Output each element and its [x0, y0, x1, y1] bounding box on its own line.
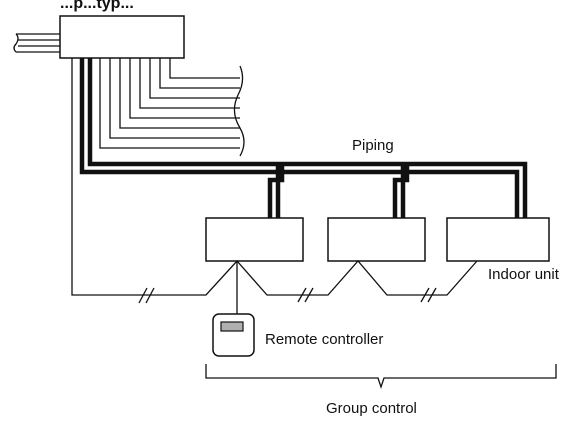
outgoing-cable-bundle [99, 58, 245, 157]
outdoor-unit-box [59, 15, 185, 59]
indoor-unit-3 [446, 217, 550, 262]
control-wiring [71, 58, 478, 314]
piping-label: Piping [352, 137, 394, 154]
branch-pipes [267, 164, 410, 218]
indoor-unit-2 [327, 217, 426, 262]
indoor-unit-1 [205, 217, 304, 262]
cable-cut-mark [233, 65, 245, 157]
incoming-wires [13, 33, 60, 53]
indoor-unit-label: Indoor unit [488, 266, 560, 283]
main-piping [79, 58, 528, 218]
title-fragment: ...p...typ... [60, 0, 134, 12]
group-control-label: Group control [326, 400, 417, 417]
remote-controller-label: Remote controller [265, 331, 383, 348]
break-marks [138, 287, 437, 304]
remote-controller-icon [212, 313, 255, 357]
group-control-bracket [205, 364, 557, 390]
